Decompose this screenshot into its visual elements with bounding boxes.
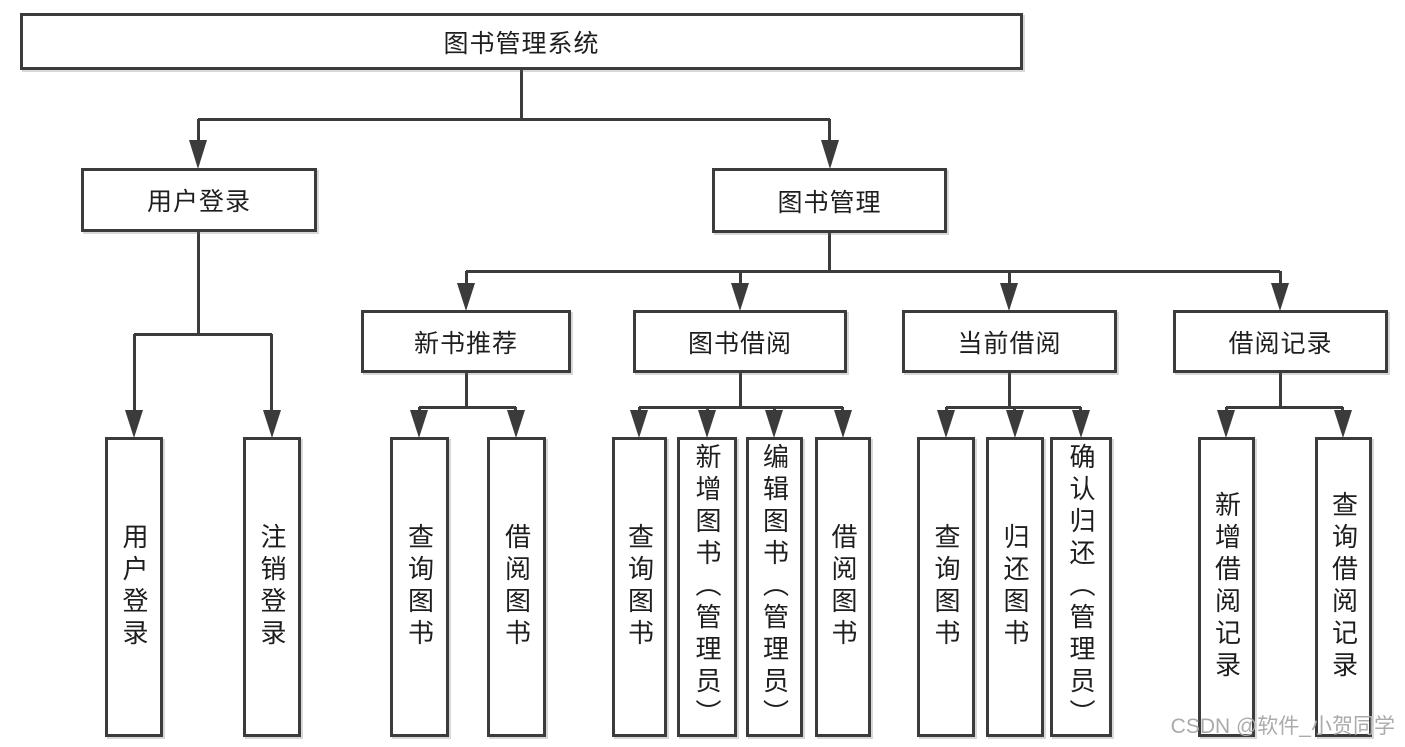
node-label: 用户登录: [119, 523, 149, 651]
node-leaf-query-borrow-record: 查询借阅记录: [1315, 437, 1372, 737]
node-leaf-borrow-books-1: 借阅图书: [487, 437, 546, 737]
connector-current-borrowing-branch: [937, 373, 1090, 438]
node-label: 借阅图书: [501, 523, 532, 651]
node-label: 归还图书: [1000, 523, 1030, 651]
connector-book-borrowing-branch: [630, 373, 852, 438]
node-library-management-system: 图书管理系统: [20, 13, 1023, 70]
node-leaf-borrow-books-2: 借阅图书: [815, 437, 871, 737]
node-book-management: 图书管理: [712, 168, 947, 233]
node-label: 查询借阅记录: [1328, 491, 1359, 683]
connector-book-management-branch: [457, 233, 1289, 311]
node-leaf-add-borrow-record: 新增借阅记录: [1198, 437, 1255, 737]
connector-user-login-branch: [125, 232, 281, 438]
node-leaf-user-login: 用户登录: [105, 437, 163, 737]
connector-borrowing-records-branch: [1217, 373, 1352, 438]
node-label: 用户登录: [146, 188, 251, 216]
node-label: 新增图书（管理员）: [692, 443, 722, 731]
node-leaf-query-books-1: 查询图书: [390, 437, 449, 737]
node-new-book-recommendation: 新书推荐: [361, 310, 571, 373]
node-current-borrowing: 当前借阅: [902, 310, 1117, 373]
node-leaf-confirm-return-admin: 确认归还（管理员）: [1050, 437, 1112, 737]
node-leaf-add-books-admin: 新增图书（管理员）: [677, 437, 737, 737]
node-leaf-query-books-2: 查询图书: [612, 437, 667, 737]
node-label: 查询图书: [624, 523, 655, 651]
node-borrowing-records: 借阅记录: [1173, 310, 1388, 373]
node-label: 新增借阅记录: [1211, 491, 1242, 683]
node-label: 注销登录: [257, 523, 287, 651]
node-label: 借阅图书: [828, 523, 858, 651]
node-leaf-query-books-3: 查询图书: [917, 437, 975, 737]
node-label: 当前借阅: [957, 329, 1062, 358]
node-label: 图书管理: [777, 188, 882, 217]
node-leaf-edit-books-admin: 编辑图书（管理员）: [746, 437, 803, 737]
node-label: 确认归还（管理员）: [1066, 443, 1096, 731]
node-label: 编辑图书（管理员）: [759, 443, 790, 731]
node-label: 新书推荐: [413, 329, 518, 358]
node-label: 借阅记录: [1228, 329, 1333, 358]
connector-root-to-level1: [189, 70, 839, 169]
csdn-watermark: CSDN @软件_小贺同学: [1170, 715, 1395, 738]
node-user-login-group: 用户登录: [81, 168, 317, 232]
node-label: 图书借阅: [687, 329, 792, 358]
connector-new-books-branch: [410, 373, 525, 438]
node-leaf-return-books: 归还图书: [986, 437, 1044, 737]
node-leaf-logout: 注销登录: [243, 437, 301, 737]
node-label: 查询图书: [931, 523, 961, 651]
node-label: 查询图书: [404, 523, 435, 651]
node-book-borrowing: 图书借阅: [633, 310, 847, 373]
node-label: 图书管理系统: [443, 29, 600, 58]
